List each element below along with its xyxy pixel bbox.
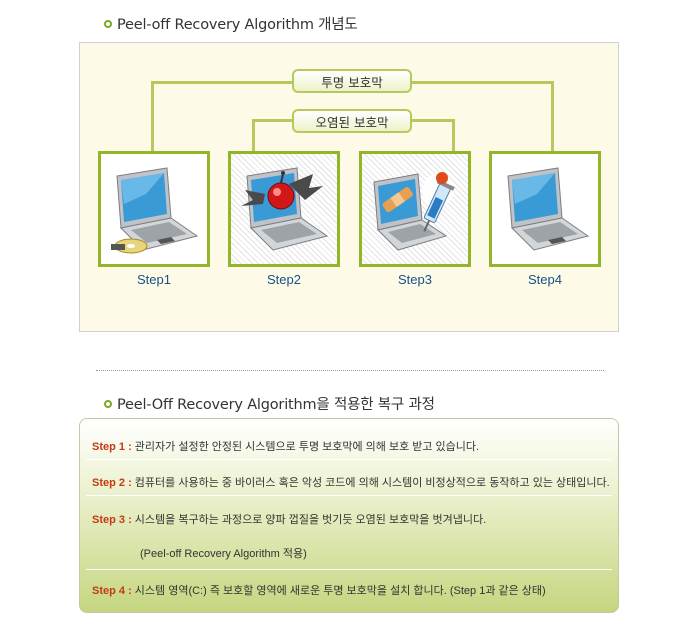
- step4-frame: [489, 151, 601, 267]
- contaminated-shield-label: 오염된 보호막: [292, 109, 412, 133]
- recovery-steps-panel: Step 1 : 관리자가 설정한 안정된 시스템으로 투명 보호막에 의해 보…: [79, 418, 619, 613]
- process-step-4: Step 4 : 시스템 영역(C:) 즉 보호할 영역에 새로운 투명 보호막…: [92, 582, 606, 598]
- process-step-3: Step 3 : 시스템을 복구하는 과정으로 양파 껍질을 벗기듯 오염된 보…: [92, 511, 606, 527]
- step2-frame: [228, 151, 340, 267]
- process-step-3-note: (Peel-off Recovery Algorithm 적용): [140, 548, 307, 560]
- step3-label: Step3: [398, 272, 432, 287]
- step-name: Step 1 :: [92, 441, 132, 453]
- process-step-1: Step 1 : 관리자가 설정한 안정된 시스템으로 투명 보호막에 의해 보…: [92, 438, 606, 454]
- section-divider: [96, 370, 604, 371]
- process-step-2: Step 2 : 컴퓨터를 사용하는 중 바이러스 혹은 악성 코드에 의해 시…: [92, 474, 610, 490]
- step3-frame: [359, 151, 471, 267]
- circle-bullet-icon: [104, 19, 112, 28]
- transparent-shield-label: 투명 보호막: [292, 69, 412, 93]
- step2-label: Step2: [267, 272, 301, 287]
- concept-diagram: 투명 보호막 오염된 보호막 Step1: [79, 42, 619, 332]
- step-description: 시스템 영역(C:) 즉 보호할 영역에 새로운 투명 보호막을 설치 합니다.…: [134, 585, 546, 597]
- step-name: Step 3 :: [92, 514, 132, 526]
- row-divider: [86, 459, 612, 460]
- process-title: Peel-Off Recovery Algorithm을 적용한 복구 과정: [104, 393, 435, 414]
- laptop-clean-icon: [507, 167, 590, 251]
- diagram-title: Peel-off Recovery Algorithm 개념도: [104, 13, 358, 34]
- laptop-with-disc-icon: [111, 167, 199, 254]
- laptop-with-virus-icon: [241, 167, 329, 251]
- step-description: 시스템을 복구하는 과정으로 양파 껍질을 벗기듯 오염된 보호막을 벗겨냅니다…: [134, 514, 487, 526]
- circle-bullet-icon: [104, 399, 112, 408]
- row-divider: [86, 569, 612, 570]
- step-description: 컴퓨터를 사용하는 중 바이러스 혹은 악성 코드에 의해 시스템이 비정상적으…: [134, 477, 610, 489]
- step-name: Step 2 :: [92, 477, 132, 489]
- step-description: 관리자가 설정한 안정된 시스템으로 투명 보호막에 의해 보호 받고 있습니다…: [134, 441, 480, 453]
- row-divider: [86, 495, 612, 496]
- step1-frame: [98, 151, 210, 267]
- process-title-text: Peel-Off Recovery Algorithm을 적용한 복구 과정: [117, 397, 435, 413]
- step-name: Step 4 :: [92, 585, 132, 597]
- step4-label: Step4: [528, 272, 562, 287]
- laptop-with-cure-icon: [373, 172, 455, 251]
- diagram-title-text: Peel-off Recovery Algorithm 개념도: [117, 17, 358, 33]
- step1-label: Step1: [137, 272, 171, 287]
